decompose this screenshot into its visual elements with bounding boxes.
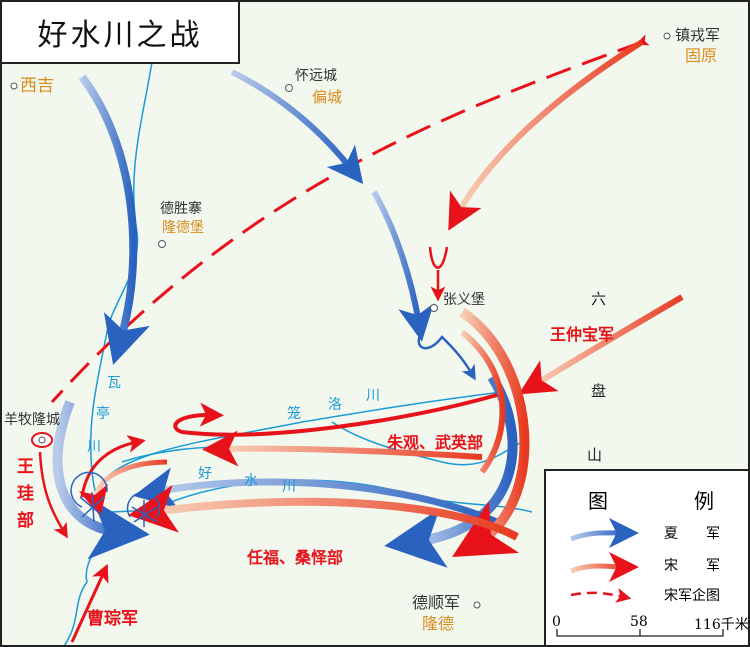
town-markers: [10, 32, 671, 609]
river-longluo-3: 川: [366, 388, 380, 404]
legend-song-arrow: [570, 551, 639, 582]
legend-plan-arrow: [570, 588, 632, 603]
map-title: 好水川之战: [2, 2, 240, 64]
legend-title-left: 图: [588, 489, 608, 513]
army-cao-cong: 曹琮军: [87, 609, 138, 629]
army-wang-gui: 王珪部: [13, 457, 33, 538]
scale-116: 116千米: [694, 617, 749, 633]
legend-xia-label: 夏 军: [664, 526, 720, 542]
mountain-label-1: 六: [591, 290, 607, 308]
place-deshengzhai: 德胜寨: [160, 201, 202, 217]
river-wating-2: 亭: [96, 406, 110, 422]
army-wang-zhongbao: 王仲宝军: [550, 325, 615, 344]
river-longluo-2: 洛: [328, 397, 342, 413]
place-yangmulongcheng: 羊牧隆城: [4, 412, 60, 428]
scale-bar: [556, 629, 724, 637]
scale-0: 0: [552, 614, 561, 630]
battle-sites: [70, 471, 161, 527]
army-ren-sang: 任福、桑怿部: [247, 548, 344, 567]
legend-title-right: 例: [694, 489, 714, 513]
longluo-river: [96, 391, 503, 493]
legend-plan-label: 宋军企图: [664, 588, 720, 604]
river-wating-1: 瓦: [107, 375, 121, 391]
legend-xia-arrow: [570, 517, 639, 548]
scale-58: 58: [630, 614, 648, 630]
place-guyuan: 固原: [685, 46, 718, 65]
place-longde: 隆德: [422, 614, 455, 633]
wating-river: [63, 61, 153, 645]
army-zhu-wu: 朱观、武英部: [387, 433, 484, 452]
river-haoshui-3: 川: [282, 479, 296, 495]
river-haoshui-1: 好: [198, 466, 212, 482]
place-zhangyibao: 张义堡: [443, 292, 485, 308]
legend-song-label: 宋 军: [664, 558, 720, 574]
song-plan-dashed-arrow: [50, 34, 650, 404]
place-zhenrongjun: 镇戎军: [675, 26, 721, 44]
legend: 图 例 夏 军 宋 军 宋军企图 0 58 116千米: [544, 469, 749, 645]
river-haoshui-2: 水: [244, 473, 258, 489]
river-wating-3: 川: [87, 439, 101, 455]
legend-symbols: [556, 517, 724, 637]
river-longluo-1: 笼: [287, 406, 301, 422]
place-xiji: 西吉: [20, 76, 54, 96]
place-piancheng: 偏城: [312, 88, 343, 106]
song-army-arrows: [38, 39, 684, 643]
mountain-label-2: 盘: [591, 382, 607, 400]
place-longdebao: 隆德堡: [162, 220, 204, 236]
place-deshunjun: 德顺军: [412, 593, 461, 612]
place-huaiyuancheng: 怀远城: [295, 68, 337, 84]
mountain-label-3: 山: [587, 446, 603, 464]
